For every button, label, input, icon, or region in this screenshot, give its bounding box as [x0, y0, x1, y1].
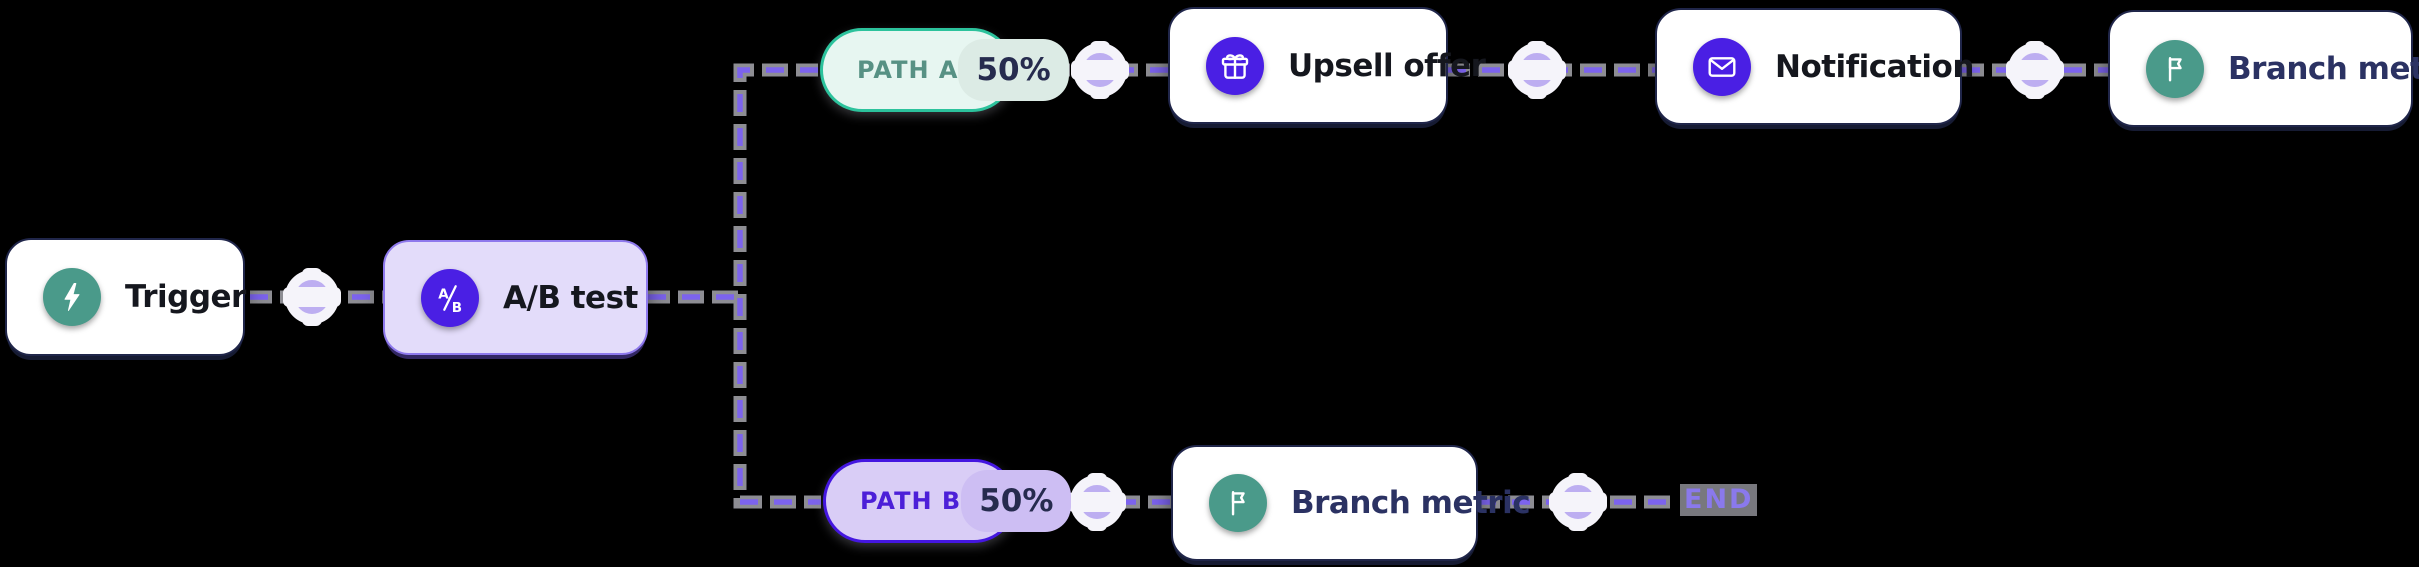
node-upsell-offer[interactable]: Upsell offer	[1168, 7, 1486, 124]
flag-icon	[1209, 474, 1267, 532]
connector-port[interactable]	[1068, 473, 1126, 531]
connector-port[interactable]	[1071, 41, 1129, 99]
path-percentage: 50%	[961, 470, 1072, 532]
port-dot	[2008, 43, 2062, 97]
connector-port[interactable]	[283, 268, 341, 326]
port-dot	[285, 270, 339, 324]
node-label: Trigger	[125, 279, 246, 315]
node-trigger[interactable]: Trigger	[5, 238, 246, 356]
svg-text:A: A	[438, 286, 449, 302]
flag-icon	[2146, 39, 2204, 98]
port-dot	[1073, 43, 1127, 97]
node-label: Notification	[1775, 48, 1974, 85]
path-percentage: 50%	[958, 39, 1069, 101]
node-label: Branch metric	[1291, 485, 1531, 521]
svg-text:B: B	[452, 299, 462, 315]
node-notification[interactable]: Notification	[1655, 8, 1974, 125]
ab-split-icon: A B	[421, 268, 479, 327]
end-label: END	[1680, 484, 1758, 516]
gift-icon	[1206, 36, 1264, 95]
node-branch-metric-a[interactable]: Branch metric	[2108, 10, 2419, 127]
badge-path-b[interactable]: PATH B 50%	[823, 459, 1072, 543]
node-branch-metric-b[interactable]: Branch metric	[1171, 445, 1531, 561]
path-label: PATH A	[857, 56, 959, 84]
connector-port[interactable]	[2006, 41, 2064, 99]
connector-port[interactable]	[1508, 41, 1566, 99]
node-label: A/B test	[503, 279, 638, 316]
envelope-icon	[1693, 37, 1751, 96]
path-label: PATH B	[860, 487, 962, 515]
node-label: Branch metric	[2228, 50, 2419, 87]
connector-port[interactable]	[1549, 473, 1607, 531]
badge-path-a[interactable]: PATH A 50%	[820, 28, 1069, 112]
port-dot	[1510, 43, 1564, 97]
port-dot	[1070, 475, 1124, 529]
node-ab-test[interactable]: A B A/B test	[383, 240, 648, 355]
node-label: Upsell offer	[1288, 47, 1486, 84]
port-dot	[1551, 475, 1605, 529]
lightning-bolt-icon	[43, 268, 101, 326]
